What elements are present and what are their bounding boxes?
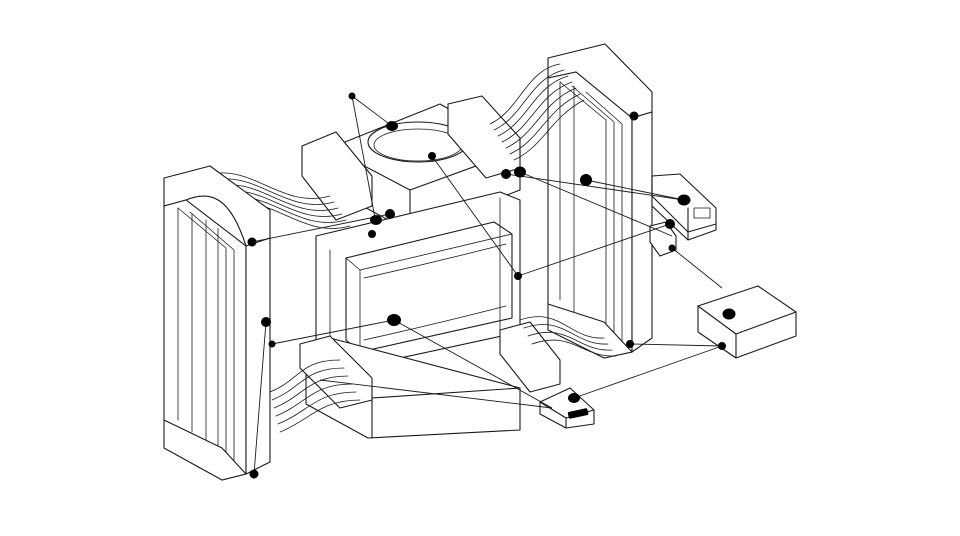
callout-marker (665, 219, 675, 229)
callout-marker (567, 408, 589, 419)
callout-marker (514, 166, 526, 178)
callout-marker (247, 237, 257, 247)
callout-marker (249, 469, 259, 479)
callout-marker (514, 272, 522, 280)
leader-lines (251, 95, 723, 475)
callout-marker (580, 174, 592, 186)
callout-marker (568, 393, 580, 403)
callout-marker (718, 342, 726, 350)
callout-marker (629, 111, 639, 121)
callout-marker (268, 340, 276, 348)
callout-marker (386, 121, 398, 131)
callout-marker (368, 230, 376, 238)
callout-marker (668, 244, 676, 252)
bottom-yoke (299, 321, 561, 439)
callout-marker (722, 308, 736, 320)
callout-marker (626, 340, 634, 348)
callout-marker (501, 169, 511, 179)
component-boxes (539, 173, 797, 429)
callout-markers (247, 92, 736, 479)
callout-marker (428, 152, 436, 160)
winding-leads (203, 63, 617, 433)
callout-marker (385, 209, 395, 219)
callout-marker (348, 92, 356, 100)
callout-marker (370, 215, 382, 225)
right-frame (547, 43, 653, 359)
callout-marker (387, 314, 401, 326)
callout-marker (677, 194, 691, 206)
left-frame (163, 165, 271, 481)
callout-marker (261, 317, 271, 327)
